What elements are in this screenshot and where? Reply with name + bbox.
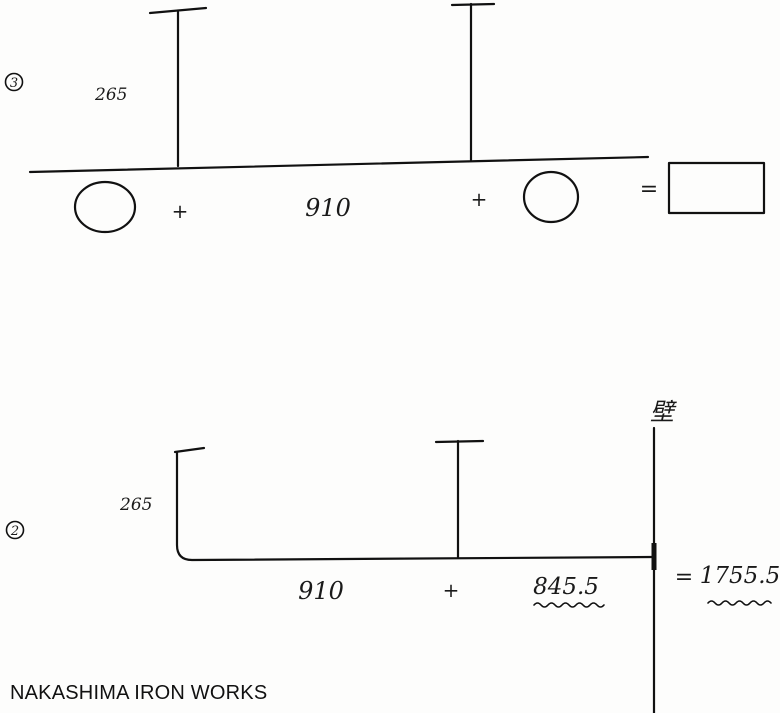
marker-2: 2 — [5, 520, 25, 540]
height-label-2: 265 — [119, 495, 152, 515]
baseline-3 — [28, 155, 650, 174]
equals-3: = — [640, 177, 658, 202]
unknown-circle-left — [73, 180, 137, 234]
answer-box-3 — [667, 161, 766, 215]
span-label-2: 910 — [298, 577, 344, 605]
plus-right-3: + — [471, 187, 488, 211]
span-label-3: 910 — [305, 194, 351, 222]
post-left-2-cap — [173, 446, 206, 454]
post-middle-2-cap — [434, 439, 485, 444]
plus-left-3: + — [172, 199, 189, 223]
plus-2: + — [443, 578, 460, 602]
remainder-underline — [533, 602, 605, 608]
brand-footer: NAKASHIMA IRON WORKS — [10, 682, 268, 704]
total-label: 1755.5 — [700, 563, 780, 589]
total-underline — [707, 600, 772, 606]
marker-3: 3 — [4, 72, 24, 92]
equals-2: = — [675, 565, 693, 590]
wall-label: 壁 — [650, 398, 677, 426]
height-label-3: 265 — [94, 85, 127, 105]
rail-2 — [175, 450, 654, 562]
marker-3-number: 3 — [10, 76, 18, 91]
unknown-circle-right — [522, 170, 580, 224]
marker-2-number: 2 — [10, 524, 19, 539]
post-right-3-cap — [450, 2, 496, 7]
remainder-label: 845.5 — [533, 574, 599, 600]
diagram-3: 3 265 + 910 + = — [4, 2, 766, 234]
diagram-2: 2 265 壁 910 + 845.5 = 1755.5 — [5, 398, 780, 713]
post-left-3-cap — [148, 6, 208, 15]
